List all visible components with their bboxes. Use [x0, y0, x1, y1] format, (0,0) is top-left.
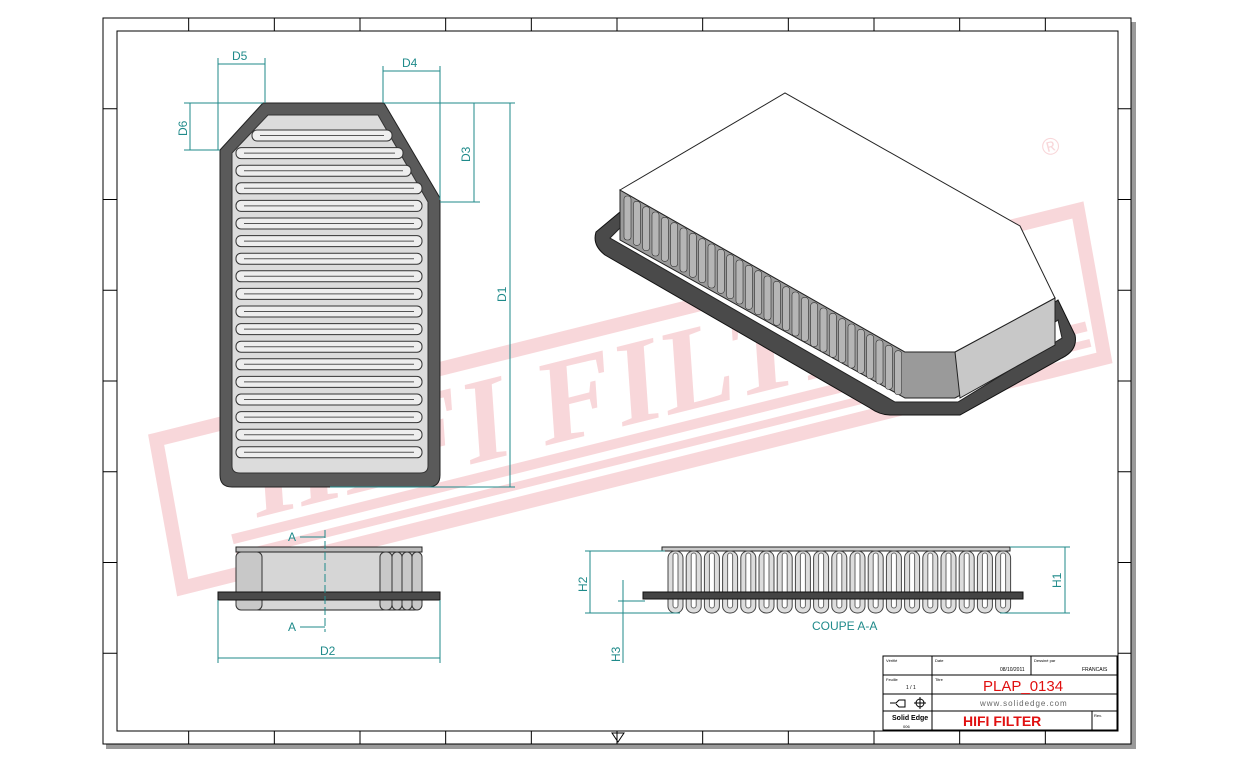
iso-pleat — [735, 259, 744, 305]
iso-pleat — [670, 222, 678, 267]
section-pleat-inner — [745, 552, 752, 609]
iso-pleat — [847, 323, 856, 369]
date-value: 08/10/2011 — [1000, 667, 1025, 673]
section-pleat-inner — [909, 552, 916, 609]
iso-pleat — [707, 243, 716, 289]
iso-pleat — [679, 227, 688, 273]
iso-pleat — [875, 339, 884, 385]
section-pleat-inner — [981, 552, 988, 609]
iso-pleat — [651, 211, 660, 257]
iso-pleat — [726, 254, 734, 299]
iso-pleat — [763, 275, 772, 321]
section-top-plate — [661, 546, 1011, 552]
sheet-value: 1 / 1 — [906, 685, 916, 691]
iso-pleat — [661, 217, 669, 262]
dim-label-h3: H3 — [609, 646, 623, 662]
iso-pleat — [698, 238, 706, 283]
dim-label-h2: H2 — [576, 576, 590, 592]
title-label: Titre — [935, 677, 944, 682]
front-top-plate — [235, 546, 423, 553]
iso-pleat — [754, 270, 762, 315]
section-mark-top: A — [288, 530, 296, 544]
top-view-dimensions: D5 D4 D6 D3 D1 — [176, 49, 515, 488]
iso-pleat — [745, 265, 753, 310]
front-pleat — [411, 551, 423, 611]
section-pleat-inner — [727, 552, 734, 609]
front-pleat — [379, 551, 393, 611]
dim-label-d4: D4 — [402, 56, 418, 70]
iso-pleat — [838, 318, 846, 363]
drawn-by-label: Dessiné par — [1034, 658, 1056, 663]
iso-pleat — [885, 345, 893, 390]
iso-pleat — [857, 329, 865, 374]
iso-pleat — [782, 286, 790, 331]
iso-pleat — [623, 195, 632, 241]
software-version: 006 — [903, 724, 910, 729]
iso-pleat — [689, 233, 697, 278]
front-pleat — [391, 551, 403, 611]
section-gasket — [642, 591, 1024, 600]
title-block: Vérifié Date 08/10/2011 Dessiné par FRAN… — [882, 655, 1118, 731]
section-pleat-inner — [1000, 552, 1007, 609]
isometric-view — [594, 92, 1076, 416]
iso-pleat — [829, 313, 837, 358]
sheet-label: Feuille — [886, 677, 899, 682]
iso-pleat — [894, 350, 902, 395]
front-pleat — [235, 551, 263, 611]
iso-top-face — [619, 92, 1056, 353]
section-mark-bottom: A — [288, 620, 296, 634]
date-label: Date — [935, 658, 944, 663]
iso-pleat — [866, 334, 874, 379]
dim-label-d6: D6 — [176, 120, 190, 136]
pleats — [235, 129, 423, 459]
brand-name: HIFI FILTER — [963, 713, 1041, 729]
section-pleat-inner — [708, 552, 715, 609]
section-pleat-inner — [799, 552, 806, 609]
section-pleat-inner — [836, 552, 843, 609]
dim-label-d1: D1 — [495, 286, 509, 302]
iso-pleat — [819, 307, 828, 353]
dim-label-h1: H1 — [1050, 572, 1064, 588]
rev-label: Rev. — [1094, 713, 1102, 718]
section-pleat-inner — [945, 552, 952, 609]
website: www.solidedge.com — [979, 699, 1068, 708]
dim-label-d2: D2 — [320, 644, 336, 658]
top-view — [219, 102, 441, 488]
drawn-by-value: FRANCAIS — [1082, 667, 1108, 673]
section-pleat-inner — [781, 552, 788, 609]
iso-pleat — [791, 291, 800, 337]
section-pleat-inner — [854, 552, 861, 609]
front-pleat — [401, 551, 413, 611]
section-pleat-inner — [963, 552, 970, 609]
projection-symbol-icon — [890, 697, 926, 709]
front-gasket — [217, 591, 441, 601]
iso-pleat — [810, 302, 818, 347]
front-view: A A D2 — [217, 530, 441, 663]
section-pleats — [667, 550, 1012, 614]
section-view: H2 H3 H1 COUPE A-A — [576, 546, 1070, 663]
section-pleat-inner — [890, 552, 897, 609]
section-pleat-inner — [672, 552, 679, 609]
section-pleat-inner — [872, 552, 879, 609]
software-name: Solid Edge — [892, 715, 928, 722]
dim-label-d5: D5 — [232, 49, 248, 63]
iso-pleat — [717, 249, 725, 294]
dim-label-d3: D3 — [459, 146, 473, 162]
checked-label: Vérifié — [886, 658, 898, 663]
iso-pleat — [801, 297, 809, 342]
section-pleat-inner — [927, 552, 934, 609]
iso-pleat — [633, 201, 641, 246]
part-number: PLAP_0134 — [983, 678, 1063, 695]
centering-mark-icon — [611, 732, 625, 743]
iso-pleats — [623, 195, 902, 395]
section-pleat-inner — [818, 552, 825, 609]
section-title: COUPE A-A — [812, 619, 877, 633]
registered-mark: ® — [1039, 132, 1063, 163]
iso-pleat — [642, 206, 650, 251]
section-pleat-inner — [763, 552, 770, 609]
section-pleat-inner — [690, 552, 697, 609]
zone-ticks — [103, 18, 1131, 744]
iso-pleat — [773, 281, 781, 326]
